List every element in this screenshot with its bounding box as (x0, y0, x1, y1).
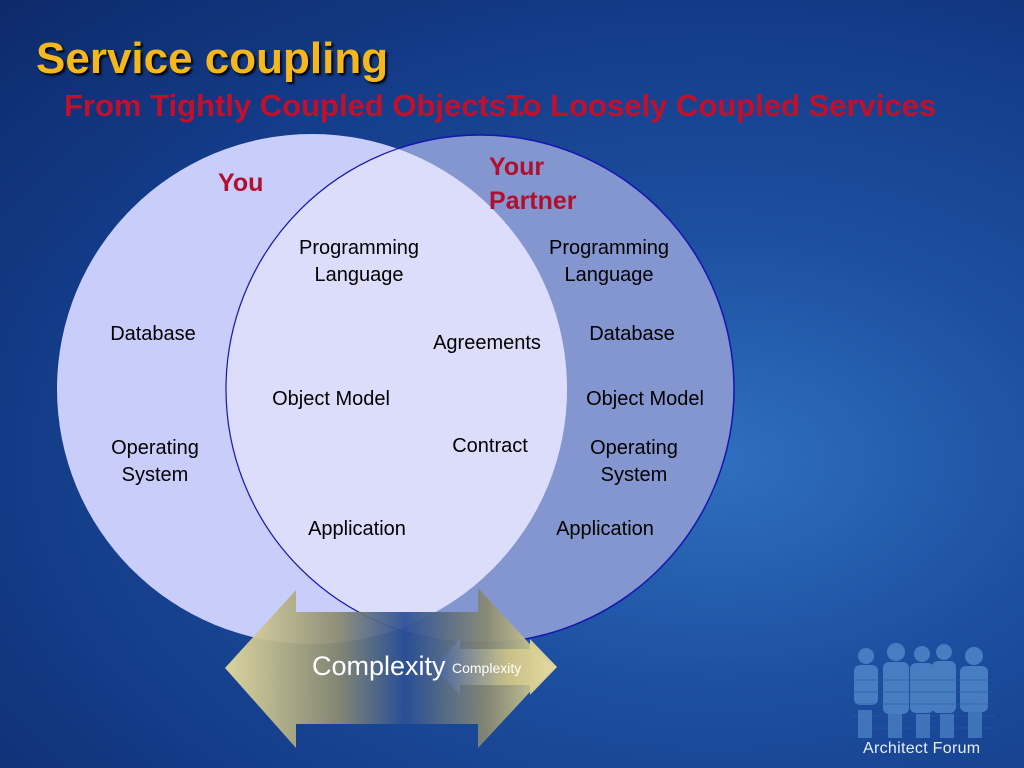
overlap-object-model-label: Object Model (272, 388, 390, 410)
partner-application-label: Application (556, 518, 654, 540)
you-os-label: Operating System (111, 437, 199, 486)
partner-database-label: Database (589, 323, 675, 345)
partner-object-model-label: Object Model (586, 388, 704, 410)
complexity-arrow-small (433, 639, 557, 695)
overlap-programming-language-label: Programming Language (298, 237, 420, 286)
overlap-application-label: Application (308, 518, 406, 540)
overlap-region (226, 135, 567, 643)
you-label: You (218, 169, 264, 197)
architect-forum-logo (852, 643, 994, 738)
brand-name: Architect Forum (863, 740, 981, 757)
agreements-label: Agreements (433, 332, 541, 354)
complexity-large-label: Complexity (312, 651, 446, 681)
partner-os-label: Operating System (590, 437, 678, 486)
you-database-label: Database (110, 323, 196, 345)
complexity-small-label: Complexity (452, 660, 522, 676)
contract-label: Contract (452, 435, 528, 457)
subtitle-right: To Loosely Coupled Services (506, 88, 937, 123)
slide-title: Service coupling (36, 34, 389, 83)
complexity-arrow-large (225, 588, 552, 748)
subtitle-left: From Tightly Coupled Objects… (64, 88, 538, 123)
partner-programming-language-label: Programming Language (548, 237, 670, 286)
partner-label: Your Partner (489, 153, 577, 215)
